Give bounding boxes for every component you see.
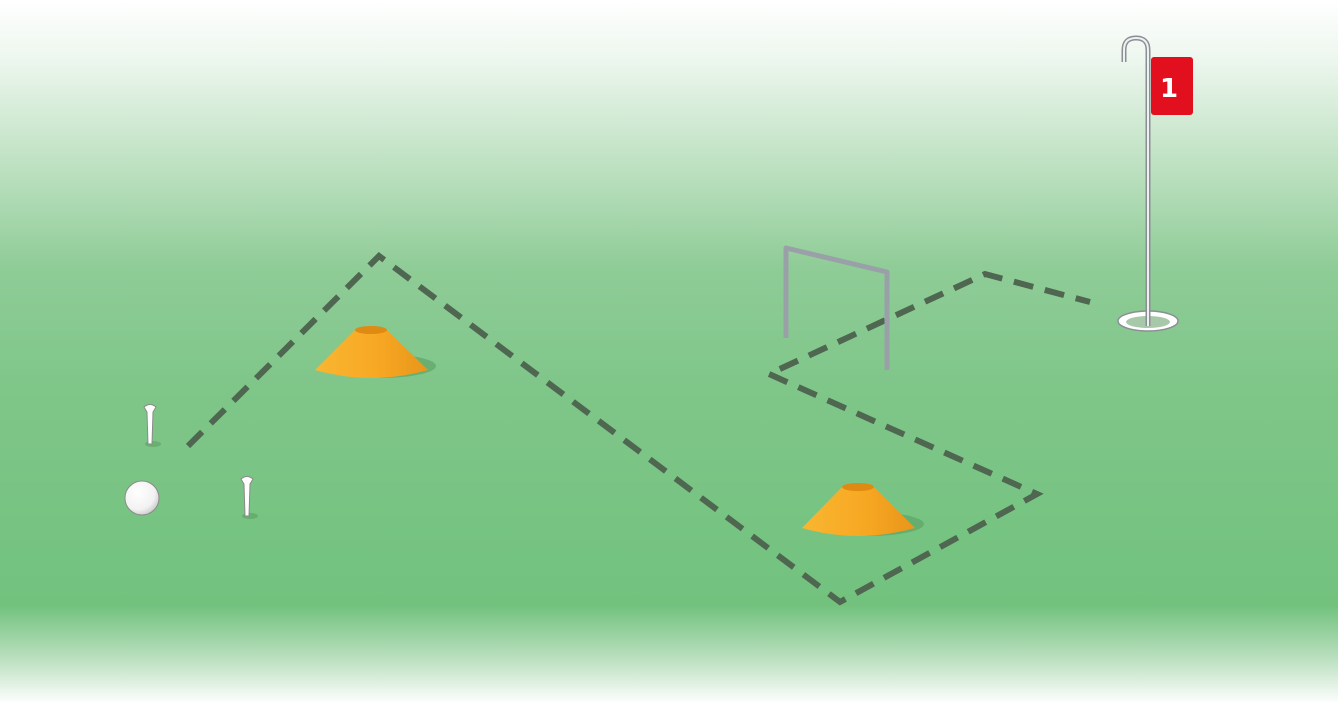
- golf-tee-icon: [143, 404, 161, 447]
- training-cone-icon: [315, 326, 436, 378]
- training-cone-icon: [802, 483, 924, 536]
- golf-tee-icon: [240, 476, 258, 519]
- hole-flag-icon: 1: [1117, 35, 1193, 332]
- goal-arch-icon: [783, 245, 890, 370]
- flag-number: 1: [1160, 74, 1178, 104]
- flag-banner: [1151, 57, 1193, 115]
- dashed-route: [185, 252, 1091, 606]
- golf-ball-icon: [124, 480, 160, 516]
